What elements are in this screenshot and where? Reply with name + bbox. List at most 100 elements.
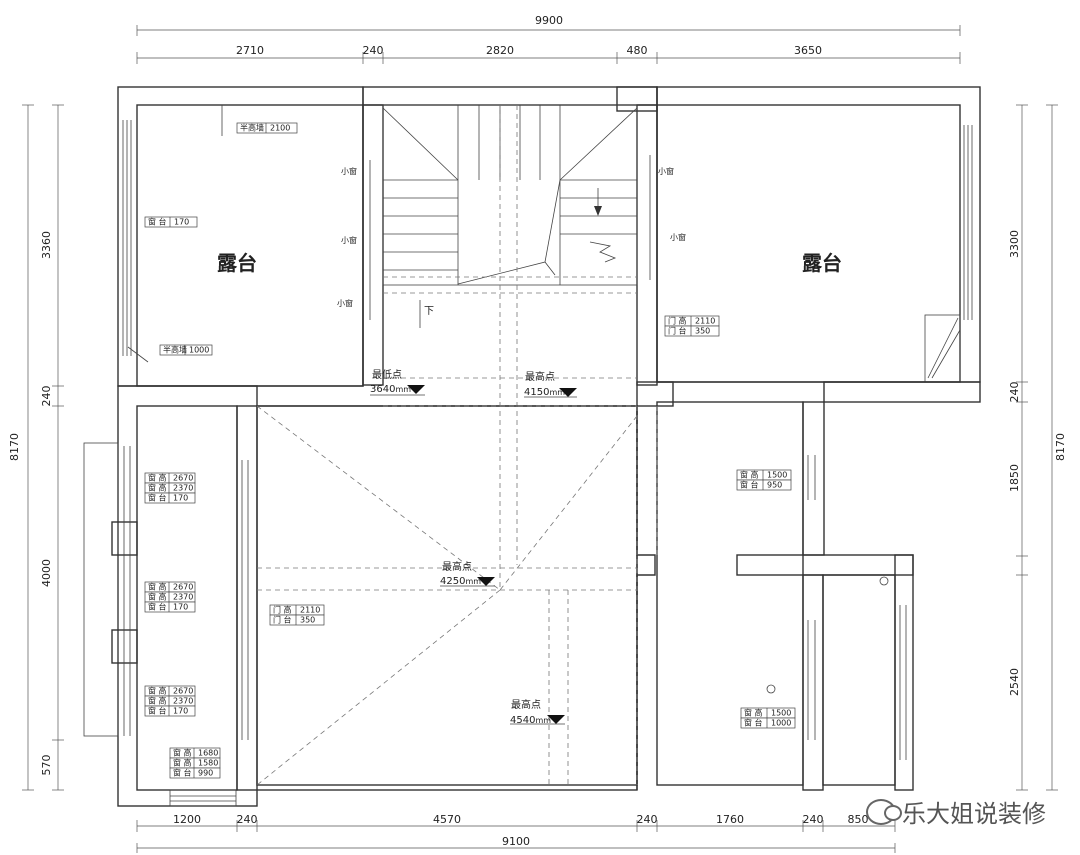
small-window-label: 小窗: [341, 166, 357, 176]
dim-top-seg: 480: [627, 44, 648, 57]
dim-bottom-total: 9100: [502, 835, 530, 848]
spec-tag-value: 2110: [695, 317, 715, 326]
walls: [83, 86, 981, 807]
spec-tag-row: [159, 344, 213, 356]
spec-tag-value: 2370: [173, 697, 193, 706]
spec-tag-value: 2670: [173, 583, 193, 592]
spec-tag-key: 窗 台: [148, 493, 167, 503]
room-label-terrace-left: 露台: [217, 251, 257, 275]
level-unit: mm: [465, 577, 481, 586]
spec-tag-key: 窗 高: [148, 592, 167, 602]
dim-top-seg: 240: [363, 44, 384, 57]
level-marker-value: 4150: [524, 387, 549, 398]
dim-bottom-seg: 1760: [716, 813, 744, 826]
dim-top-total: 9900: [535, 14, 563, 27]
small-window-label: 小窗: [670, 232, 686, 242]
staircase: [382, 104, 638, 328]
room-label-terrace-right: 露台: [802, 251, 842, 275]
dim-top-seg: 2710: [236, 44, 264, 57]
spec-tag-row: [169, 767, 221, 779]
dim-right-seg: 1850: [1008, 464, 1021, 492]
level-unit: mm: [395, 385, 411, 394]
spec-tag-key: 门 台: [273, 615, 292, 625]
spec-tag-key: 窗 高: [148, 582, 167, 592]
spec-tag-value: 1000: [189, 346, 209, 355]
spec-tag-row: [236, 122, 298, 134]
dim-left-seg: 570: [40, 755, 53, 776]
spec-tag-key: 窗 高: [173, 758, 192, 768]
spec-tag-value: 350: [695, 327, 710, 336]
dim-top-seg: 3650: [794, 44, 822, 57]
spec-tag-key: 窗 高: [173, 748, 192, 758]
watermark-text: 乐大姐说装修: [902, 800, 1046, 828]
spec-tag-value: 170: [173, 707, 188, 716]
spec-tag-key: 窗 台: [148, 602, 167, 612]
spec-tag: 窗 高 2670 窗 高 2370 窗 台 170: [144, 686, 196, 717]
spec-tag-value: 1000: [771, 719, 791, 728]
level-marker-label: 最高点: [525, 370, 555, 383]
spec-tag-key: 半高墙: [163, 345, 187, 355]
spec-tag-key: 窗 台: [148, 706, 167, 716]
dim-right-total: 8170: [1054, 433, 1067, 461]
spec-tag-value: 170: [173, 603, 188, 612]
spec-tag-key: 窗 高: [148, 686, 167, 696]
spec-tag-key: 门 高: [273, 605, 292, 615]
spec-tag-value: 170: [173, 494, 188, 503]
dim-bottom-seg: 850: [848, 813, 869, 826]
spec-tag-value: 1580: [198, 759, 218, 768]
level-marker: 最高点 4150mm: [524, 370, 577, 398]
dim-bottom-seg: 240: [237, 813, 258, 826]
spec-tag-value: 170: [174, 218, 189, 227]
level-marker-value: 4540: [510, 715, 535, 726]
spec-tag-row: [269, 614, 325, 626]
spec-tag-key: 窗 高: [148, 483, 167, 493]
spec-tag-key: 窗 台: [148, 217, 167, 227]
spec-tag-key: 窗 台: [744, 718, 763, 728]
dim-right-seg: 2540: [1008, 668, 1021, 696]
svg-text:4150mm: 4150mm: [524, 387, 565, 398]
watermark: 乐大姐说装修: [866, 794, 1046, 829]
spec-tag-key: 窗 高: [740, 470, 759, 480]
dim-bottom-seg: 240: [637, 813, 658, 826]
dim-left-seg: 4000: [40, 559, 53, 587]
spec-tag-value: 2670: [173, 687, 193, 696]
dim-right-seg: 3300: [1008, 230, 1021, 258]
spec-tag-key: 窗 高: [148, 696, 167, 706]
dim-right-seg: 240: [1008, 382, 1021, 403]
svg-text:4540mm: 4540mm: [510, 715, 551, 726]
spec-tag-value: 2670: [173, 474, 193, 483]
small-window-label: 小窗: [341, 235, 357, 245]
dimension-labels: 9900 2710 240 2820 480 3650 9100 1200 24…: [8, 14, 1067, 848]
dim-left-seg: 3360: [40, 231, 53, 259]
spec-tag: 窗 台 170: [144, 217, 198, 228]
level-marker-label: 最高点: [442, 560, 472, 573]
level-marker: 最高点 4250mm: [440, 560, 495, 587]
spec-tag-value: 1500: [767, 471, 787, 480]
dim-left-seg: 240: [40, 386, 53, 407]
level-marker: 最高点 4540mm: [510, 698, 565, 726]
level-marker-value: 3640: [370, 384, 395, 395]
spec-tag-value: 1500: [771, 709, 791, 718]
svg-text:4250mm: 4250mm: [440, 576, 481, 587]
spec-tag-value: 2370: [173, 484, 193, 493]
small-window-label: 小窗: [337, 298, 353, 308]
wechat-icon: [866, 798, 902, 825]
level-unit: mm: [549, 388, 565, 397]
stair-down-label: 下: [424, 306, 434, 317]
spec-tag-row: [740, 717, 796, 729]
dim-top-seg: 2820: [486, 44, 514, 57]
dimension-lines: [22, 25, 1058, 853]
spec-tag-key: 窗 台: [173, 768, 192, 778]
dim-left-total: 8170: [8, 433, 21, 461]
spec-tag-key: 门 台: [668, 326, 687, 336]
spec-tag-row: [144, 492, 196, 504]
dim-bottom-seg: 1200: [173, 813, 201, 826]
spec-tag-value: 350: [300, 616, 315, 625]
svg-text:3640mm: 3640mm: [370, 384, 411, 395]
